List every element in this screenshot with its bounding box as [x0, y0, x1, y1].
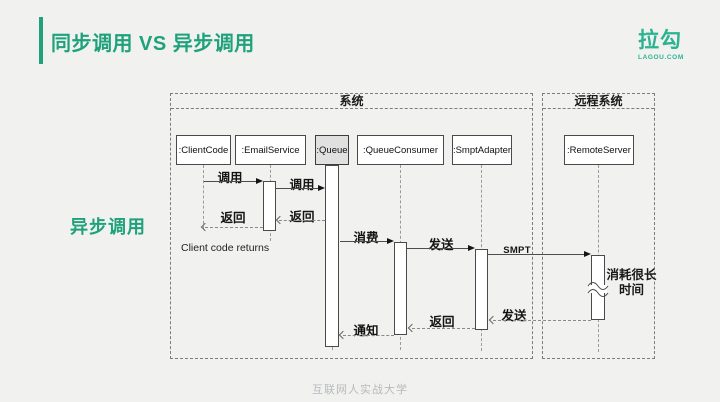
activation-bar-smptadapter [475, 249, 488, 330]
message-line-return-2 [205, 227, 263, 228]
duration-note: 消耗很长时间 [606, 268, 657, 297]
slide-title: 同步调用 VS 异步调用 [51, 33, 255, 55]
side-label-async: 异步调用 [70, 217, 146, 237]
filled-arrowhead-icon [468, 245, 475, 251]
message-label-return-3: 返回 [429, 315, 455, 329]
lagou-logo: 拉勾 LAGOU.COM [638, 29, 684, 61]
title-accent-bar [39, 17, 43, 64]
message-label-send-1: 发送 [428, 238, 454, 252]
message-label-return-2: 返回 [220, 211, 246, 225]
message-label-smpt: SMPT [503, 245, 531, 256]
message-line-send-2 [493, 320, 591, 321]
message-label-return-1: 返回 [289, 210, 315, 224]
message-line-call-1 [204, 181, 257, 182]
lifeline-head-clientcode: :ClientCode [176, 135, 231, 165]
note-client-code-returns: Client code returns [181, 242, 270, 254]
message-label-call-1: 调用 [217, 171, 243, 185]
lifeline-head-queue: :Queue [315, 135, 349, 165]
frame-system-label: 系统 [171, 94, 532, 109]
message-label-consume: 消费 [353, 231, 379, 245]
filled-arrowhead-icon [387, 238, 394, 244]
filled-arrowhead-icon [256, 178, 263, 184]
message-label-send-2: 发送 [501, 309, 527, 323]
message-line-return-3 [412, 328, 475, 329]
activation-bar-queueconsumer [394, 242, 407, 335]
message-line-smpt [488, 254, 584, 255]
message-line-call-2 [276, 188, 319, 189]
message-label-call-2: 调用 [289, 178, 315, 192]
footer-text: 互联网人实战大学 [312, 384, 408, 396]
lifeline-break-icon [587, 282, 609, 297]
message-line-return-1 [279, 220, 325, 221]
frame-system: 系统 [170, 93, 533, 359]
message-line-notify [343, 335, 394, 336]
lifeline-clientcode [203, 165, 204, 229]
message-label-notify: 通知 [353, 324, 379, 338]
message-line-send-1 [407, 248, 468, 249]
lifeline-head-queueconsumer: :QueueConsumer [357, 135, 444, 165]
filled-arrowhead-icon [584, 251, 591, 257]
logo-subtext: LAGOU.COM [638, 54, 684, 61]
frame-remote-system: 远程系统 [542, 93, 655, 359]
frame-remote-system-label: 远程系统 [543, 94, 654, 109]
message-line-consume [340, 241, 387, 242]
lifeline-head-remoteserver: :RemoteServer [564, 135, 634, 165]
filled-arrowhead-icon [318, 185, 325, 191]
lifeline-head-smptadapter: :SmptAdapter [452, 135, 512, 165]
activation-bar-queue [325, 165, 339, 347]
activation-bar-emailservice [263, 181, 276, 231]
logo-text: 拉勾 [638, 29, 682, 52]
lifeline-head-emailservice: :EmailService [235, 135, 306, 165]
